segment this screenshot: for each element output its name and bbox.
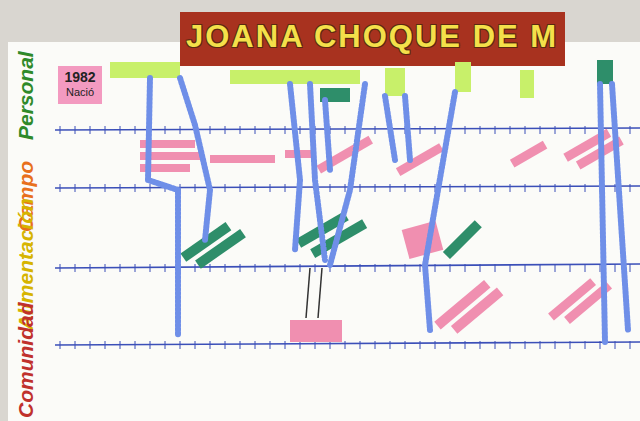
section-label: Comunidad	[14, 303, 38, 419]
poster-title: JOANA CHOQUE DE M	[186, 19, 558, 55]
marker-lines	[306, 268, 322, 318]
note-box: 1982Nació	[58, 66, 102, 104]
poster-sheet	[8, 42, 640, 421]
note-text: 1982	[63, 69, 97, 86]
pink-notes	[140, 125, 624, 342]
dark-green-notes	[181, 60, 613, 273]
note-text: Nació	[63, 86, 97, 99]
title-banner	[180, 12, 565, 66]
timeline-axes	[55, 128, 640, 345]
section-label: Personal	[14, 51, 38, 140]
blue-links	[148, 78, 628, 342]
